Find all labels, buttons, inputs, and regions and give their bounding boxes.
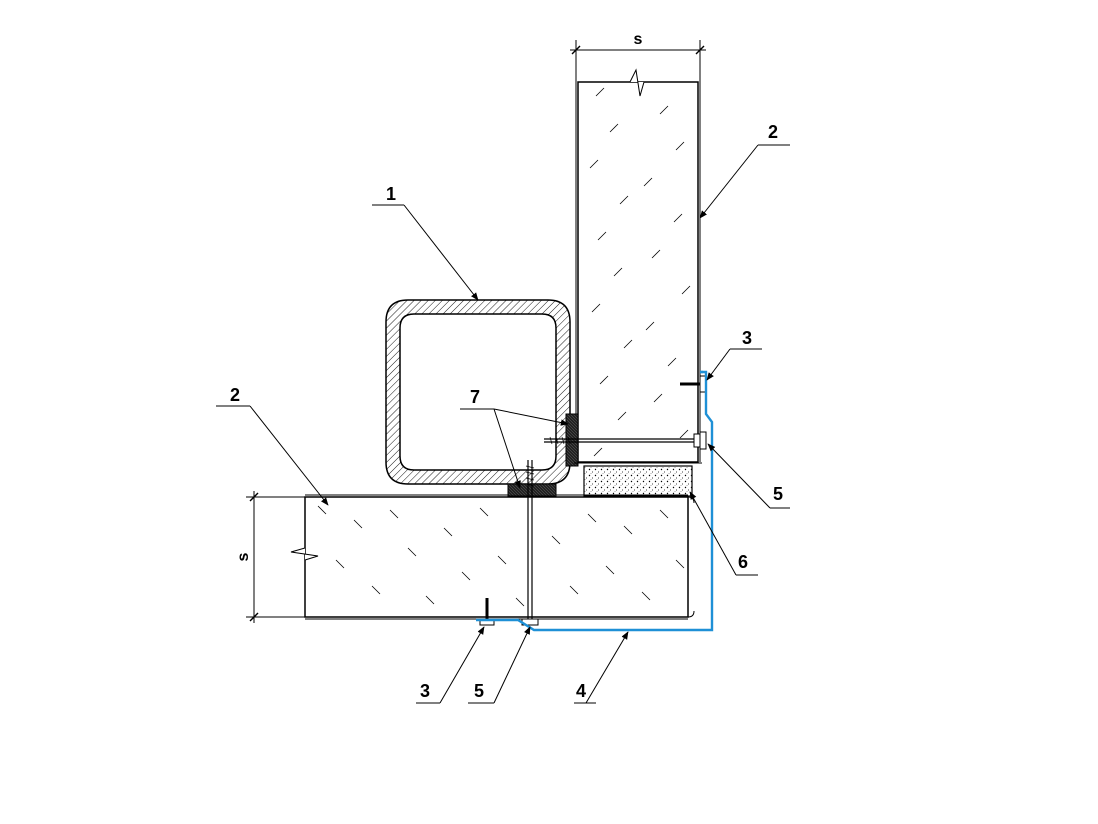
- dimension-left-label: s: [235, 552, 252, 561]
- callout-7: 7: [460, 387, 569, 489]
- horizontal-wall-panel: [290, 494, 695, 620]
- callout-4: 4: [574, 631, 629, 704]
- upper-flashing-screw: [680, 375, 707, 393]
- callout-2-top: 2: [699, 122, 790, 219]
- mineral-wool-filler: [583, 465, 693, 497]
- callout-2-top-label: 2: [768, 122, 778, 142]
- dimension-top: s: [570, 31, 706, 82]
- callout-5-bottom-label: 5: [474, 681, 484, 701]
- callout-6: 6: [689, 491, 758, 576]
- corner-flashing: [476, 370, 714, 632]
- callout-2-left-label: 2: [230, 385, 240, 405]
- callout-5-top: 5: [707, 443, 790, 509]
- callout-5-top-label: 5: [773, 484, 783, 504]
- callout-1-label: 1: [386, 184, 396, 204]
- callout-3-bottom-label: 3: [420, 681, 430, 701]
- callout-2-left: 2: [216, 385, 329, 506]
- dimension-top-label: s: [634, 31, 643, 48]
- gasket-vertical: [565, 413, 579, 467]
- callout-7-label: 7: [470, 387, 480, 407]
- callout-5-bottom: 5: [468, 626, 531, 704]
- dimension-left: s: [235, 491, 305, 623]
- callout-3-top-label: 3: [742, 328, 752, 348]
- callout-3-top: 3: [706, 328, 762, 381]
- callout-4-label: 4: [576, 681, 586, 701]
- vertical-through-bolt: [521, 460, 539, 626]
- vertical-wall-panel: [575, 68, 701, 463]
- callout-6-label: 6: [738, 552, 748, 572]
- horizontal-through-bolt: [544, 431, 707, 450]
- callout-1: 1: [372, 184, 479, 301]
- callout-3-bottom: 3: [416, 626, 485, 704]
